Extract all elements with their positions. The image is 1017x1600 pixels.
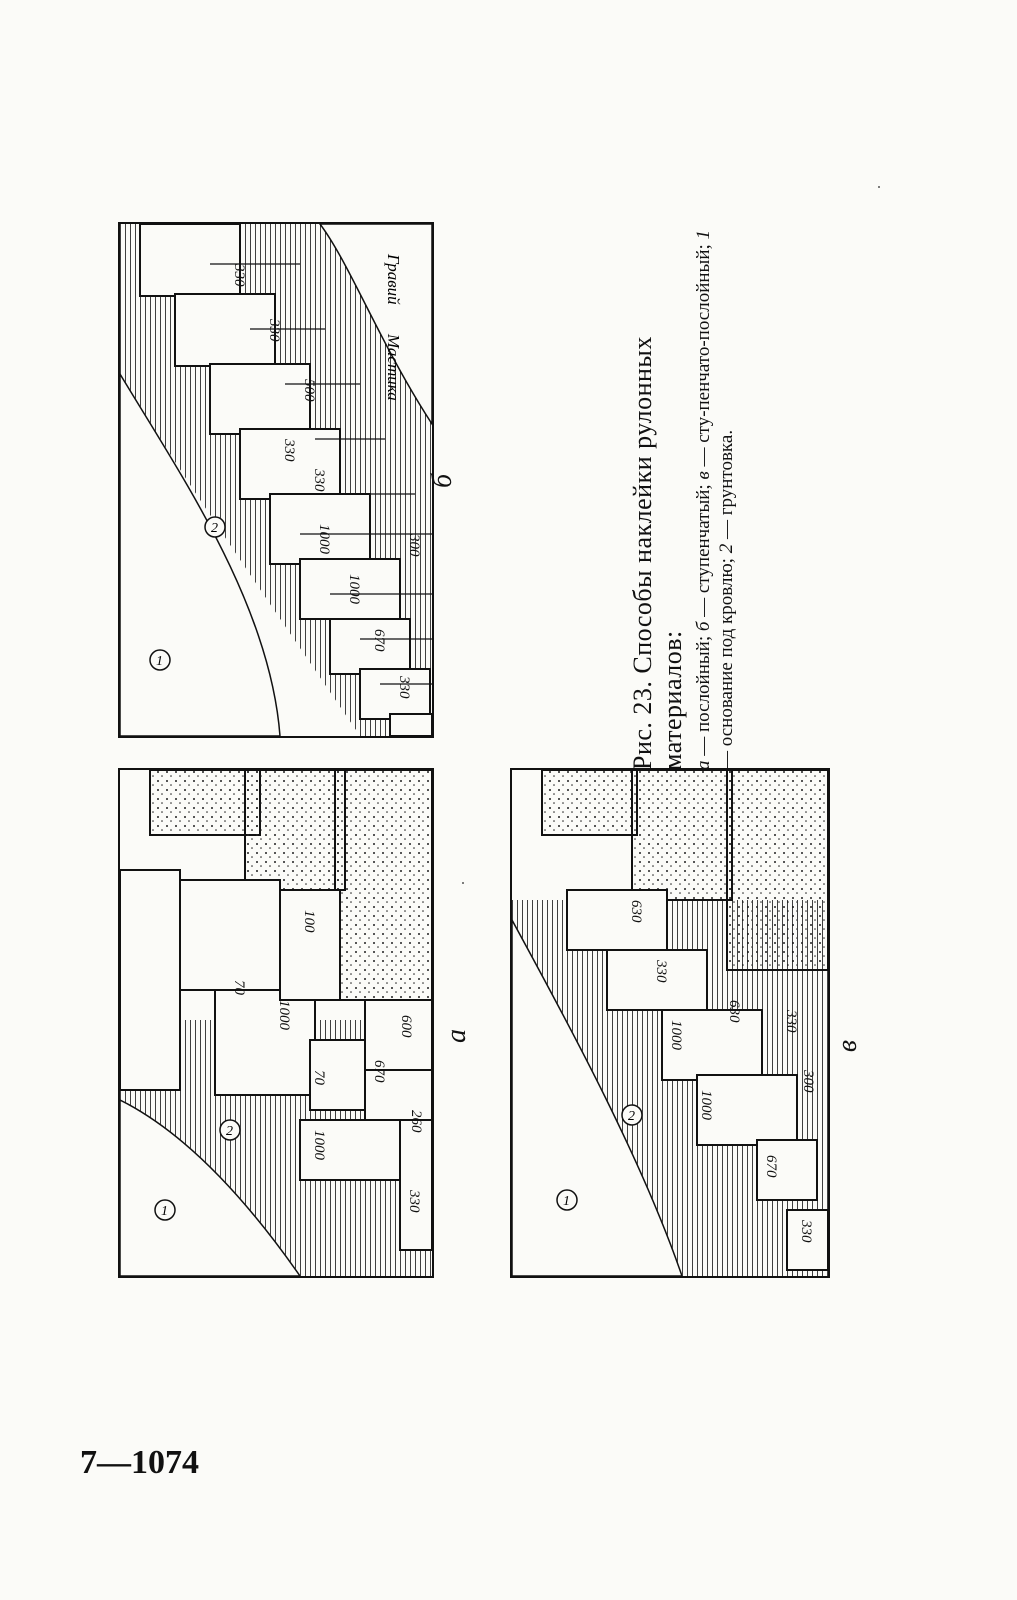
dimension-label: 1000 — [311, 1130, 327, 1161]
caption-body: а — послойный; б — ступенчатый; в — сту-… — [692, 210, 738, 770]
base-layer — [512, 919, 683, 1276]
dimension-label: 1000 — [276, 1000, 292, 1031]
roll-layer — [399, 1119, 432, 1251]
page-signature: 7—1074 — [80, 1444, 199, 1481]
caption-key-letter: б — [693, 621, 714, 632]
dimension-label: 330 — [311, 468, 327, 492]
dimension-label: 1000 — [698, 1090, 714, 1121]
caption-key-letter: 2 — [716, 543, 737, 554]
roll-layer — [329, 618, 411, 675]
figure-caption: Рис. 23. Способы наклейки рулонных матер… — [628, 210, 778, 770]
roll-layer — [566, 889, 668, 951]
callout-label: 1 — [156, 654, 163, 669]
callout-circle-1 — [149, 649, 171, 671]
scan-speck — [462, 882, 464, 884]
caption-text: — грунтовка. — [716, 429, 737, 544]
region-label: Мастика — [384, 333, 403, 401]
dimension-label: 1000 — [668, 1020, 684, 1051]
dimension-label: 330 — [281, 438, 297, 462]
roll-layer — [661, 1009, 763, 1081]
callout-label: 1 — [563, 1194, 570, 1209]
panel-a-letter: а — [441, 1029, 472, 1043]
dimension-label: 670 — [371, 1060, 387, 1083]
caption-text: — ступенчатый; — [693, 479, 714, 622]
dimension-label: 500 — [301, 379, 317, 402]
roll-layer — [299, 558, 401, 620]
dimension-lines — [210, 263, 432, 685]
figure-panel-b: 330 670 1000 300 1000 330 330 500 330 330 1 2 Мастик… — [118, 222, 434, 738]
base-layer — [120, 372, 281, 736]
dimension-label: 670 — [371, 629, 387, 652]
dimension-label: 330 — [783, 1009, 799, 1033]
dimension-label: 330 — [653, 959, 669, 983]
dimension-label: 330 — [231, 263, 247, 287]
roll-layer — [541, 770, 638, 836]
roll-layer — [244, 770, 346, 891]
roll-layer — [726, 770, 828, 971]
roll-layer — [120, 869, 181, 1091]
panel-b-letter: б — [427, 473, 459, 489]
dimension-label: 330 — [406, 1189, 422, 1213]
callout-circle-2 — [204, 516, 226, 538]
caption-key-letter: в — [693, 471, 714, 480]
roll-layer — [174, 293, 276, 367]
panel-v-drawing: 330 670 1000 300 1000 330 630 330 630 1 2 — [512, 770, 828, 1276]
dimension-label: 330 — [266, 318, 282, 342]
dimension-label: 300 — [800, 1069, 816, 1093]
dimension-label: 670 — [763, 1155, 779, 1178]
dimension-label: 70 — [311, 1070, 327, 1086]
callout-circle-2 — [219, 1119, 241, 1141]
roll-layer — [179, 879, 281, 991]
roll-layer — [756, 1139, 818, 1201]
roll-layer — [334, 770, 432, 1001]
dimension-label: 600 — [398, 1015, 414, 1038]
roll-layer — [209, 363, 311, 435]
panel-b-drawing: 330 670 1000 300 1000 330 330 500 330 330 1 2 Мастик… — [120, 224, 432, 736]
dimension-label: 1000 — [346, 574, 362, 605]
dimension-label: 70 — [231, 980, 247, 996]
scan-speck — [878, 186, 880, 188]
roll-layer — [389, 713, 432, 736]
dimension-label: 330 — [396, 675, 412, 699]
callout-circle-1 — [154, 1199, 176, 1221]
callout-label: 2 — [211, 521, 218, 536]
dimension-label: 1000 — [316, 524, 332, 555]
caption-text: — послойный; — [693, 631, 714, 761]
roll-layer — [606, 949, 708, 1011]
caption-text: — основание под кровлю; — [716, 553, 737, 770]
region-label: Гравий — [384, 253, 403, 305]
dimension-label: 100 — [301, 910, 317, 933]
roll-layer — [696, 1074, 798, 1146]
roll-layer — [631, 770, 733, 901]
roll-layer — [149, 770, 261, 836]
mastic-region — [319, 224, 432, 426]
panel-a-drawing: 330 260 1000 70 670 600 1000 70 100 1 2 — [120, 770, 432, 1276]
caption-text: — сту-пенчато-послойный; — [693, 239, 714, 472]
roll-layer — [299, 1119, 401, 1181]
caption-key-letter: а — [693, 760, 714, 771]
dimension-label: 630 — [628, 900, 644, 923]
roll-layer — [269, 493, 371, 565]
base-layer — [120, 1099, 301, 1276]
dimension-label: 330 — [798, 1219, 814, 1243]
roll-layer — [139, 224, 241, 297]
roll-layer — [786, 1209, 828, 1271]
roll-layer — [279, 889, 341, 1001]
figure-panel-v: 330 670 1000 300 1000 330 630 330 630 1 2 — [510, 768, 830, 1278]
panel-v-letter: в — [832, 1039, 864, 1053]
callout-label: 2 — [226, 1124, 233, 1139]
dimension-label: 260 — [408, 1110, 424, 1133]
caption-title: Рис. 23. Способы наклейки рулонных матер… — [628, 336, 687, 770]
callout-label: 1 — [161, 1204, 168, 1219]
callout-label: 2 — [628, 1109, 635, 1124]
callout-circle-1 — [556, 1189, 578, 1211]
roll-layer — [214, 989, 316, 1096]
dimension-label: 300 — [406, 533, 422, 557]
callout-circle-2 — [621, 1104, 643, 1126]
dimension-label: 630 — [726, 1000, 742, 1023]
roll-layer — [359, 668, 431, 720]
caption-key-letter: 1 — [693, 229, 714, 240]
figure-panel-a: 330 260 1000 70 670 600 1000 70 100 1 2 — [118, 768, 434, 1278]
